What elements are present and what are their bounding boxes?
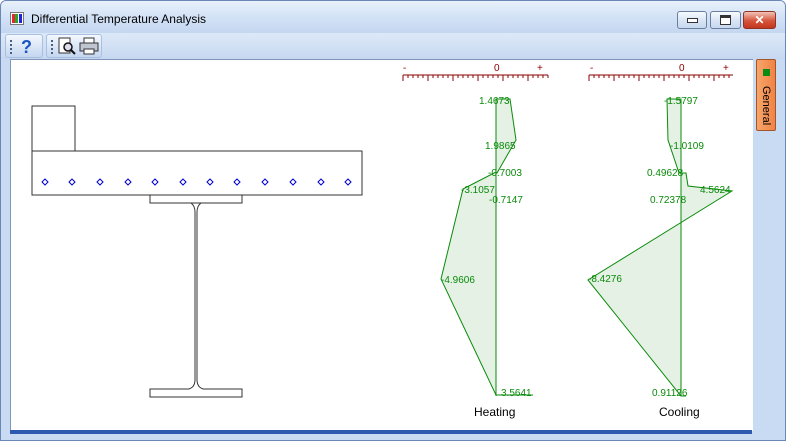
cooling-scale-minus: - bbox=[590, 63, 593, 74]
help-button[interactable]: ? bbox=[18, 37, 38, 57]
print-preview-icon bbox=[58, 37, 76, 55]
heating-scale-plus: + bbox=[537, 63, 543, 74]
strand-marker bbox=[151, 178, 159, 186]
toolbar-grip bbox=[10, 40, 12, 55]
cooling-profile bbox=[587, 98, 734, 397]
help-toolbar-group: ? bbox=[5, 34, 43, 58]
cooling-value-label: 0.72378 bbox=[650, 195, 687, 206]
strand-marker bbox=[68, 178, 76, 186]
close-icon: ✕ bbox=[754, 13, 765, 27]
heating-value-label: 1.4673 bbox=[479, 96, 510, 107]
maximize-icon bbox=[720, 15, 731, 25]
app-icon bbox=[10, 12, 24, 25]
printer-icon bbox=[79, 37, 99, 55]
cooling-value-label: 4.5624 bbox=[700, 185, 731, 196]
cooling-scale bbox=[588, 74, 733, 81]
close-button[interactable]: ✕ bbox=[743, 11, 776, 29]
print-preview-button[interactable] bbox=[57, 37, 77, 55]
strand-marker bbox=[206, 178, 214, 186]
strand-marker bbox=[41, 178, 49, 186]
heating-label: Heating bbox=[474, 405, 515, 419]
heating-value-label: -0.7147 bbox=[489, 195, 523, 206]
strand-marker bbox=[96, 178, 104, 186]
toolbar-grip bbox=[51, 40, 53, 55]
strand-marker bbox=[124, 178, 132, 186]
minimize-button[interactable] bbox=[677, 11, 707, 29]
strand-marker bbox=[233, 178, 241, 186]
heating-scale-zero: 0 bbox=[494, 63, 500, 74]
heating-profile bbox=[440, 98, 533, 396]
tab-square-icon bbox=[763, 69, 770, 76]
print-button[interactable] bbox=[79, 37, 99, 55]
help-question-icon: ? bbox=[21, 37, 32, 57]
cooling-value-label: -8.4276 bbox=[588, 274, 622, 285]
print-toolbar-group bbox=[46, 34, 102, 58]
heating-value-label: 1.9865 bbox=[485, 141, 516, 152]
girder bbox=[149, 202, 243, 398]
general-side-tab[interactable]: General bbox=[756, 59, 776, 131]
prestress-strands bbox=[41, 178, 352, 186]
cooling-value-label: 0.49628 bbox=[647, 168, 684, 179]
maximize-button[interactable] bbox=[710, 11, 741, 29]
barrier bbox=[31, 105, 76, 152]
strand-marker bbox=[261, 178, 269, 186]
heating-scale-minus: - bbox=[403, 63, 406, 74]
strand-marker bbox=[344, 178, 352, 186]
cooling-value-label: -1.5797 bbox=[664, 96, 698, 107]
title-bar: Differential Temperature Analysis ✕ bbox=[1, 1, 785, 33]
cooling-label: Cooling bbox=[659, 405, 700, 419]
diagram-canvas: - 0 + - 0 + 1.4673 1.9865 -0.7003 -3.105… bbox=[10, 59, 753, 431]
haunch bbox=[149, 194, 243, 204]
bottom-border bbox=[10, 430, 752, 434]
heating-value-label: 3.5641 bbox=[501, 388, 532, 399]
strand-marker bbox=[179, 178, 187, 186]
window-title: Differential Temperature Analysis bbox=[31, 12, 206, 26]
heating-value-label: -4.9606 bbox=[441, 275, 475, 286]
strand-marker bbox=[289, 178, 297, 186]
bridge-cross-section bbox=[31, 105, 363, 398]
general-tab-label: General bbox=[760, 86, 772, 126]
cooling-value-label: 0.91126 bbox=[652, 388, 688, 399]
cooling-scale-zero: 0 bbox=[679, 63, 685, 74]
heating-scale bbox=[402, 74, 549, 81]
strand-marker bbox=[317, 178, 325, 186]
minimize-icon bbox=[686, 17, 698, 23]
cooling-scale-plus: + bbox=[723, 63, 729, 74]
svg-text:?: ? bbox=[21, 37, 32, 55]
heating-value-label: -3.1057 bbox=[461, 185, 495, 196]
deck-slab bbox=[31, 150, 363, 196]
cooling-value-label: -1.0109 bbox=[670, 141, 704, 152]
heating-value-label: -0.7003 bbox=[488, 168, 522, 179]
temperature-diagram: - 0 + - 0 + 1.4673 1.9865 -0.7003 -3.105… bbox=[31, 63, 734, 419]
toolbar: ? bbox=[1, 33, 785, 59]
